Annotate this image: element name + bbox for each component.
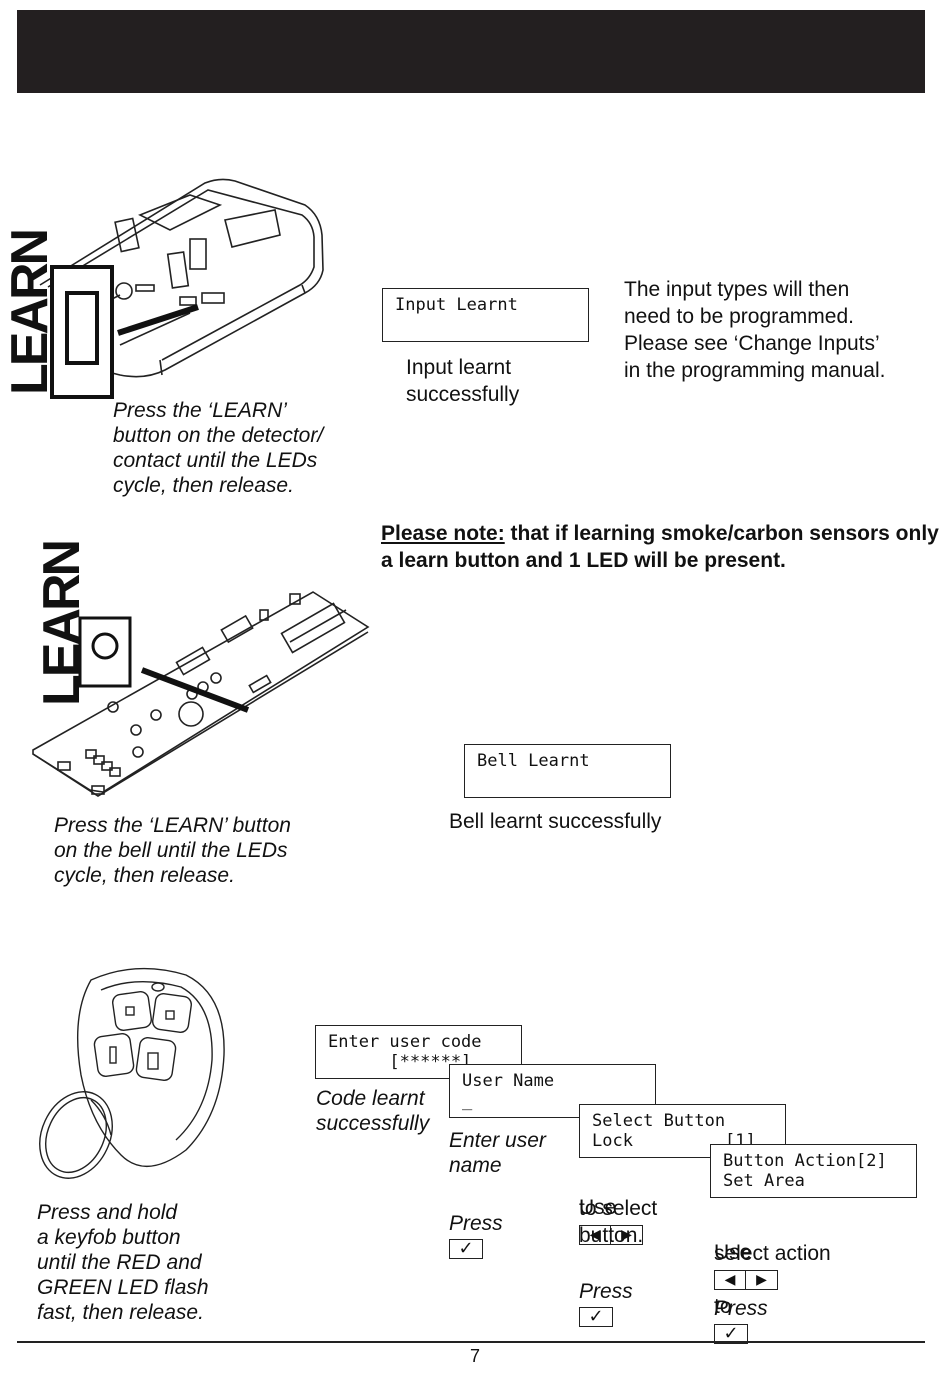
right-arrow-key-icon: ▶	[611, 1225, 643, 1246]
lcd-bell-learnt: Bell Learnt	[464, 744, 671, 798]
right-arrow-key-icon: ▶	[746, 1270, 778, 1291]
left-arrow-key-icon: ◀	[579, 1225, 611, 1246]
keyfob-illustration	[39, 967, 225, 1179]
use-label: Use	[579, 1196, 617, 1219]
tick-key-icon: ✓	[449, 1239, 483, 1260]
note-label: Please note:	[381, 522, 505, 545]
learn-label: LEARN	[1, 230, 59, 395]
please-note: Please note: that if learning smoke/carb…	[381, 520, 941, 574]
lcd-bell-caption: Bell learnt successfully	[449, 810, 662, 833]
use-label: Use	[714, 1241, 752, 1264]
lcd3-caption: to select button.	[579, 1197, 658, 1247]
detector-illustration	[39, 178, 324, 399]
lcd2-caption: Enter user name	[449, 1129, 546, 1177]
lcd4-press-row: Press ✓	[714, 1271, 768, 1346]
lcd-button-action: Button Action[2] Set Area	[710, 1144, 917, 1198]
lcd3-use-row: Use ◀▶	[579, 1167, 643, 1248]
lcd-input-caption: Input learnt successfully	[406, 356, 520, 406]
to-label: to	[714, 1295, 732, 1318]
tick-key-icon: ✓	[714, 1324, 748, 1345]
bell-board-illustration	[32, 591, 370, 797]
lcd-input-learnt: Input Learnt	[382, 288, 589, 342]
bell-instruction: Press the ‘LEARN’ button on the bell unt…	[54, 814, 291, 887]
lcd1-caption: Code learnt successfully	[316, 1087, 430, 1135]
header-bar	[17, 10, 925, 93]
press-label: Press	[449, 1212, 503, 1235]
press-label: Press	[579, 1280, 633, 1303]
press-label: Press	[714, 1297, 768, 1320]
tick-key-icon: ✓	[579, 1307, 613, 1328]
page-number: 7	[470, 1346, 481, 1366]
lcd4-caption: select action	[714, 1242, 831, 1265]
left-arrow-key-icon: ◀	[714, 1270, 746, 1291]
lcd2-press-row: Press ✓	[449, 1186, 503, 1261]
lcd3-press-row: Press ✓	[579, 1254, 633, 1329]
learn-label-bell: LEARN	[33, 541, 91, 706]
lcd4-use-row: Use ◀▶ to	[714, 1212, 778, 1320]
detector-instruction: Press the ‘LEARN’ button on the detector…	[113, 399, 324, 497]
note-text: that if learning smoke/carbon sensors on…	[381, 522, 939, 572]
inputs-info-text: The input types will then need to be pro…	[624, 278, 886, 382]
footer-divider	[17, 1341, 925, 1343]
keyfob-instruction: Press and hold a keyfob button until the…	[37, 1201, 209, 1324]
